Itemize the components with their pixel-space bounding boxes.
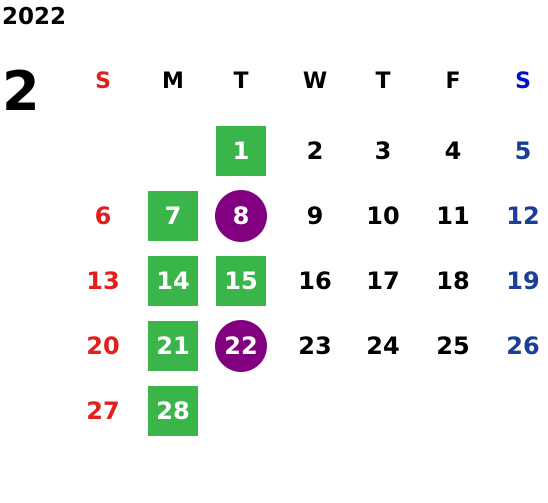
day-cell-25[interactable]: 25 [418, 313, 488, 378]
day-number: 15 [216, 255, 266, 306]
day-cell-4[interactable]: 4 [418, 118, 488, 183]
day-cell-5[interactable]: 5 [488, 118, 548, 183]
day-number: 7 [148, 190, 198, 241]
day-number: 23 [298, 331, 332, 360]
day-number: 1 [216, 125, 266, 176]
day-number: 14 [148, 255, 198, 306]
weekday-header-1: M [162, 68, 184, 94]
weekday-header-6: S [515, 68, 531, 94]
weekday-header-0: S [95, 68, 111, 94]
day-number: 2 [306, 136, 324, 165]
day-number: 5 [514, 136, 532, 165]
month-label: 2 [2, 60, 40, 123]
day-number: 11 [436, 201, 470, 230]
day-cell-18[interactable]: 18 [418, 248, 488, 313]
day-cell-21[interactable]: 21 [138, 313, 208, 378]
day-cell-13[interactable]: 13 [68, 248, 138, 313]
day-cell-15[interactable]: 15 [206, 248, 276, 313]
day-cell-14[interactable]: 14 [138, 248, 208, 313]
day-number: 28 [148, 385, 198, 436]
day-cell-1[interactable]: 1 [206, 118, 276, 183]
day-number: 9 [306, 201, 324, 230]
day-number: 4 [444, 136, 462, 165]
year-label: 2022 [2, 4, 67, 30]
day-cell-17[interactable]: 17 [348, 248, 418, 313]
day-cell-19[interactable]: 19 [488, 248, 548, 313]
day-cell-26[interactable]: 26 [488, 313, 548, 378]
day-cell-9[interactable]: 9 [280, 183, 350, 248]
day-cell-11[interactable]: 11 [418, 183, 488, 248]
day-number: 21 [148, 320, 198, 371]
day-cell-24[interactable]: 24 [348, 313, 418, 378]
day-number: 12 [506, 201, 540, 230]
day-number: 3 [374, 136, 392, 165]
weekday-header-3: W [302, 68, 328, 94]
day-number: 19 [506, 266, 540, 295]
day-cell-16[interactable]: 16 [280, 248, 350, 313]
day-cell-3[interactable]: 3 [348, 118, 418, 183]
weekday-header-5: F [445, 68, 461, 94]
day-number: 17 [366, 266, 400, 295]
day-number: 6 [94, 201, 112, 230]
day-cell-20[interactable]: 20 [68, 313, 138, 378]
weekday-header-4: T [375, 68, 391, 94]
day-number: 18 [436, 266, 470, 295]
day-cell-10[interactable]: 10 [348, 183, 418, 248]
day-cell-8[interactable]: 8 [206, 183, 276, 248]
day-number: 16 [298, 266, 332, 295]
day-number: 8 [215, 189, 267, 242]
day-number: 25 [436, 331, 470, 360]
day-cell-12[interactable]: 12 [488, 183, 548, 248]
weekday-header-2: T [233, 68, 249, 94]
day-number: 27 [86, 396, 120, 425]
day-cell-6[interactable]: 6 [68, 183, 138, 248]
day-number: 20 [86, 331, 120, 360]
day-cell-7[interactable]: 7 [138, 183, 208, 248]
day-cell-27[interactable]: 27 [68, 378, 138, 443]
day-cell-2[interactable]: 2 [280, 118, 350, 183]
day-number: 24 [366, 331, 400, 360]
day-cell-23[interactable]: 23 [280, 313, 350, 378]
day-number: 22 [215, 319, 267, 372]
day-cell-22[interactable]: 22 [206, 313, 276, 378]
day-cell-28[interactable]: 28 [138, 378, 208, 443]
day-number: 13 [86, 266, 120, 295]
day-number: 10 [366, 201, 400, 230]
day-number: 26 [506, 331, 540, 360]
